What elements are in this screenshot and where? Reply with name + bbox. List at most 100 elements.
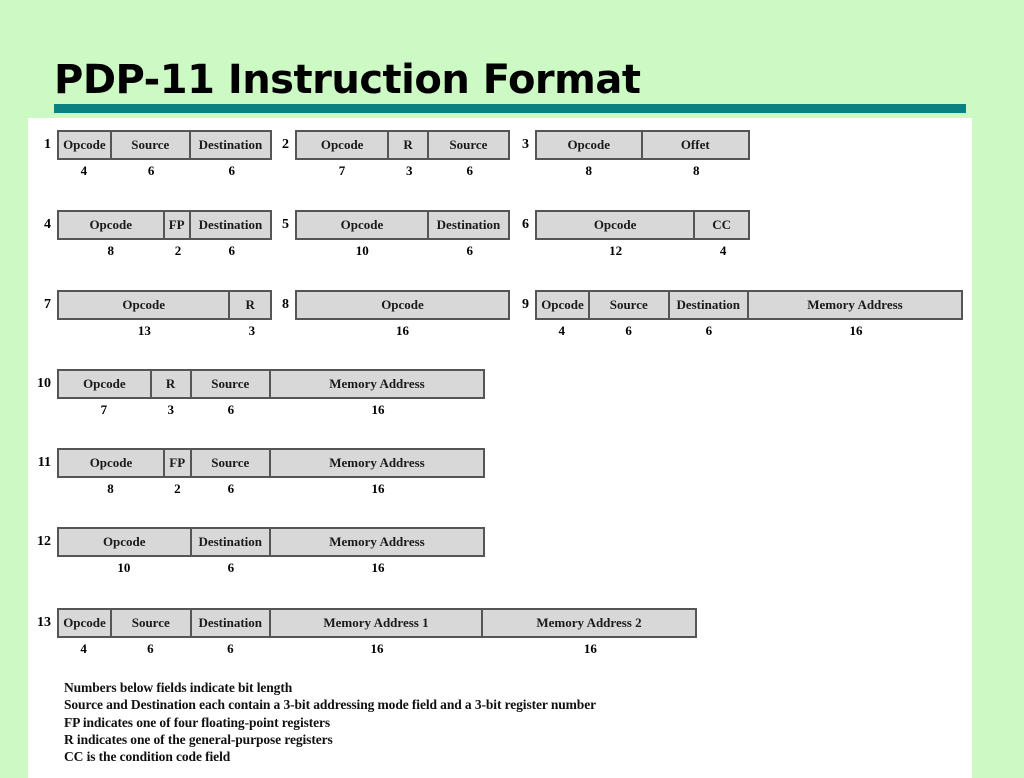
format-field: Opcode (537, 292, 590, 318)
format-field-bit-width: 6 (227, 560, 235, 575)
footnote-line: CC is the condition code field (64, 749, 231, 765)
format-field-bit-width: 10 (117, 560, 131, 575)
format-field: Offet (680, 137, 710, 152)
format-field-bit-width: 3 (405, 163, 413, 178)
format-field: R (389, 132, 429, 158)
format-field: FP (165, 212, 191, 238)
format-field: Destination (436, 217, 501, 232)
format-field-bit-width: 16 (396, 323, 409, 338)
format-index-label: 5 (282, 217, 289, 232)
format-field: R (245, 297, 255, 312)
format-field-bit-width: 7 (100, 402, 108, 417)
format-field-bit-width: 16 (583, 641, 597, 656)
format-field: Opcode (537, 132, 643, 158)
format-index-label: 3 (522, 137, 529, 152)
format-index-label: 13 (37, 615, 51, 630)
format-field: Opcode (59, 529, 192, 555)
format-field-bit-width: 6 (466, 243, 473, 258)
format-index-label: 7 (44, 297, 51, 312)
format-bit-width-labels: 10 6 (295, 240, 510, 262)
format-field-bit-width: 16 (370, 641, 384, 656)
format-field: Memory Address (329, 455, 425, 470)
footnote-line: Source and Destination each contain a 3-… (64, 697, 596, 713)
format-field-bit-width: 6 (227, 402, 235, 417)
format-field-bit-width: 6 (227, 641, 234, 656)
format-field-boxes: Opcode Destination (295, 210, 510, 240)
format-field-bit-width: 16 (849, 323, 863, 338)
format-field: Opcode (381, 297, 424, 312)
format-bit-width-labels: 4 6 6 16 (535, 320, 963, 342)
format-field-bit-width: 16 (371, 402, 385, 417)
format-field: Opcode (59, 212, 165, 238)
page-title: PDP-11 Instruction Format (54, 57, 641, 103)
format-field-bit-width: 6 (625, 323, 632, 338)
format-field-bit-width: 16 (371, 481, 385, 496)
format-field-bit-width: 2 (174, 481, 181, 496)
format-bit-width-labels: 16 (295, 320, 510, 342)
format-field: Opcode (59, 450, 165, 476)
format-field-bit-width: 12 (609, 243, 623, 258)
format-field-bit-width: 16 (371, 560, 385, 575)
format-field-bit-width: 6 (147, 641, 154, 656)
format-bit-width-labels: 8 2 6 16 (57, 478, 485, 500)
format-field-bit-width: 6 (147, 163, 155, 178)
format-field-bit-width: 4 (558, 323, 566, 338)
format-field: Opcode (59, 292, 231, 318)
format-field-bit-width: 6 (227, 481, 235, 496)
format-field-bit-width: 6 (466, 163, 473, 178)
format-field: Opcode (297, 212, 429, 238)
format-field: FP (165, 450, 192, 476)
format-index-label: 12 (37, 534, 51, 549)
format-field-bit-width: 6 (705, 323, 713, 338)
format-field-bit-width: 8 (107, 481, 114, 496)
format-index-label: 9 (522, 297, 529, 312)
format-field-bit-width: 8 (107, 243, 115, 258)
format-field: Opcode (537, 212, 696, 238)
footnote-list: Numbers below fields indicate bit length… (64, 679, 596, 765)
format-field: Opcode (59, 610, 112, 636)
format-field: Opcode (297, 132, 390, 158)
title-underline-rule (54, 104, 966, 113)
format-field: Memory Address 1 (271, 610, 483, 636)
format-field: Source (112, 132, 191, 158)
format-field: Memory Address (807, 297, 903, 312)
format-index-label: 4 (44, 217, 51, 232)
format-field-bit-width: 6 (228, 243, 235, 258)
format-bit-width-labels: 4 6 6 16 16 (57, 638, 697, 660)
format-field-bit-width: 13 (137, 323, 151, 338)
format-field: Memory Address (329, 534, 425, 549)
format-field-bit-width: 7 (338, 163, 346, 178)
format-field: Source (112, 610, 192, 636)
format-field-boxes: Opcode (295, 290, 510, 320)
format-field: R (152, 371, 192, 397)
format-field-boxes: Opcode Offet (535, 130, 750, 160)
format-field: Source (449, 137, 488, 152)
format-index-label: 11 (37, 455, 51, 470)
footnote-line: Numbers below fields indicate bit length (64, 680, 293, 695)
format-field-bit-width: 8 (693, 163, 700, 178)
format-field-boxes: Opcode R (57, 290, 272, 320)
format-field-bit-width: 2 (174, 243, 182, 258)
format-field-bit-width: 4 (80, 641, 87, 656)
format-bit-width-labels: 7 3 6 (295, 160, 510, 182)
format-field: Destination (192, 529, 271, 555)
format-field-bit-width: 3 (167, 402, 174, 417)
format-field-bit-width: 10 (355, 243, 369, 258)
format-field-bit-width: 8 (585, 163, 593, 178)
